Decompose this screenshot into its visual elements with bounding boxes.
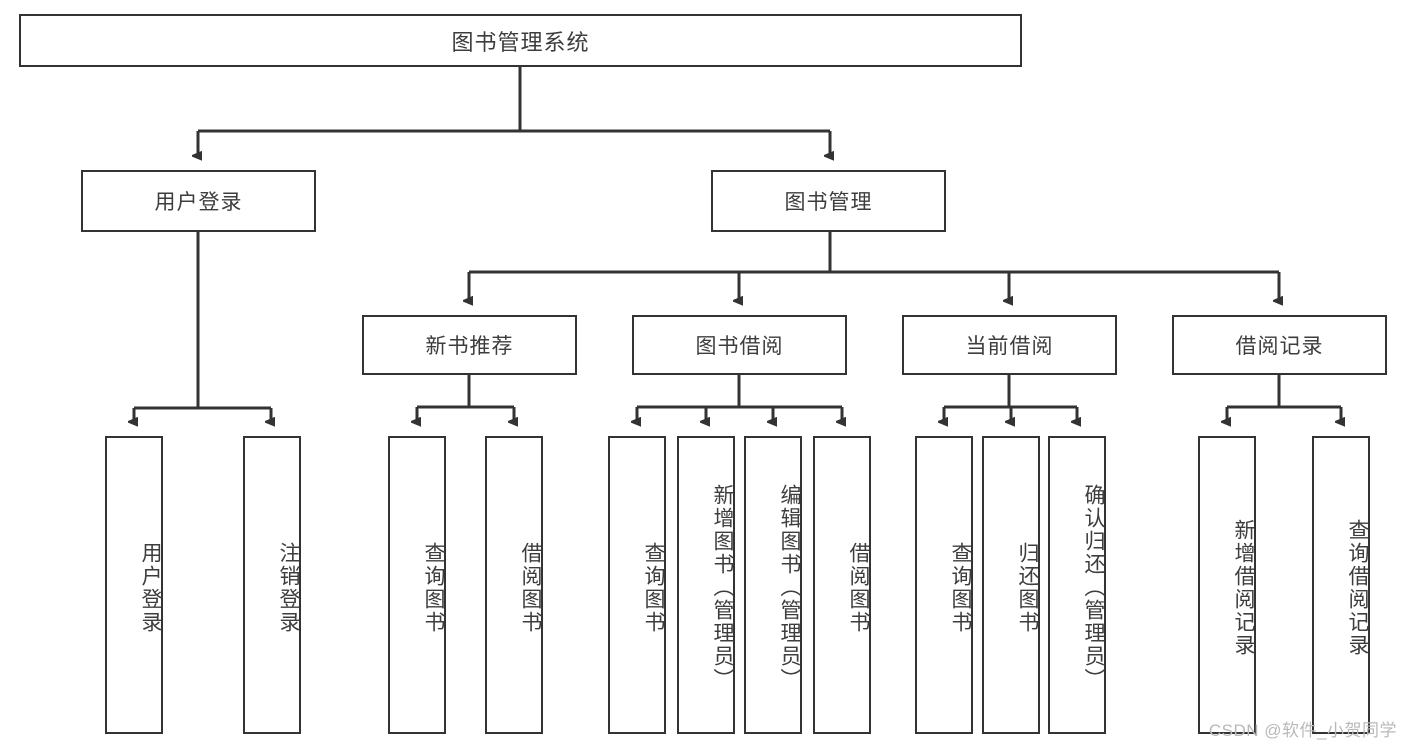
- node-leaf-user-logout-label: 注销登录: [277, 542, 300, 634]
- node-root-label: 图书管理系统: [451, 29, 590, 55]
- node-leaf-user-logout[interactable]: 注销登录: [243, 436, 301, 734]
- node-leaf-confirm-return[interactable]: 确认归还（管理员）: [1048, 436, 1106, 734]
- node-current-borrow-label: 当前借阅: [965, 335, 1054, 358]
- node-leaf-add-record[interactable]: 新增借阅记录: [1198, 436, 1256, 734]
- node-leaf-add-book[interactable]: 新增图书（管理员）: [677, 436, 735, 734]
- node-user-login-label: 用户登录: [154, 191, 243, 214]
- node-leaf-query-book-2[interactable]: 查询图书: [608, 436, 666, 734]
- node-book-manage-label: 图书管理: [784, 191, 873, 214]
- node-leaf-borrow-book-2-label: 借阅图书: [847, 542, 870, 634]
- node-leaf-add-record-label: 新增借阅记录: [1232, 519, 1255, 657]
- node-leaf-query-book-3-label: 查询图书: [949, 542, 972, 634]
- node-leaf-query-book-3[interactable]: 查询图书: [915, 436, 973, 734]
- node-user-login[interactable]: 用户登录: [81, 170, 316, 232]
- node-current-borrow[interactable]: 当前借阅: [902, 315, 1117, 375]
- node-new-book-rec[interactable]: 新书推荐: [362, 315, 577, 375]
- node-book-borrow-label: 图书借阅: [695, 335, 784, 358]
- node-leaf-edit-book[interactable]: 编辑图书（管理员）: [744, 436, 802, 734]
- node-new-book-rec-label: 新书推荐: [425, 335, 514, 358]
- csdn-watermark: CSDN @软件_小贺同学: [1208, 721, 1397, 740]
- node-leaf-user-login-label: 用户登录: [139, 542, 162, 634]
- node-leaf-query-book-1-label: 查询图书: [422, 542, 445, 634]
- node-leaf-confirm-return-label: 确认归还（管理员）: [1082, 483, 1105, 691]
- node-leaf-query-record[interactable]: 查询借阅记录: [1312, 436, 1370, 734]
- node-borrow-record-label: 借阅记录: [1235, 335, 1324, 358]
- node-leaf-borrow-book-2[interactable]: 借阅图书: [813, 436, 871, 734]
- node-leaf-add-book-label: 新增图书（管理员）: [711, 483, 734, 691]
- node-root[interactable]: 图书管理系统: [19, 14, 1022, 67]
- node-borrow-record[interactable]: 借阅记录: [1172, 315, 1387, 375]
- node-book-manage[interactable]: 图书管理: [711, 170, 946, 232]
- node-leaf-return-book[interactable]: 归还图书: [982, 436, 1040, 734]
- node-leaf-query-book-2-label: 查询图书: [642, 542, 665, 634]
- node-leaf-edit-book-label: 编辑图书（管理员）: [778, 483, 801, 691]
- node-leaf-query-book-1[interactable]: 查询图书: [388, 436, 446, 734]
- node-leaf-query-record-label: 查询借阅记录: [1346, 519, 1369, 657]
- node-leaf-borrow-book-1-label: 借阅图书: [519, 542, 542, 634]
- node-leaf-return-book-label: 归还图书: [1016, 542, 1039, 634]
- node-book-borrow[interactable]: 图书借阅: [632, 315, 847, 375]
- node-leaf-borrow-book-1[interactable]: 借阅图书: [485, 436, 543, 734]
- node-leaf-user-login[interactable]: 用户登录: [105, 436, 163, 734]
